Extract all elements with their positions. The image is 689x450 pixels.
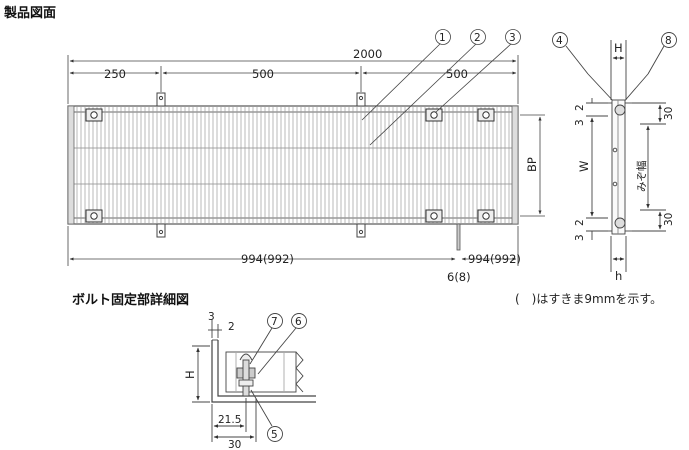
dim-side-2-bot: 2 — [574, 219, 586, 226]
detail-dim-3: 3 — [208, 311, 215, 323]
dim-side-h-bottom: h — [615, 269, 622, 283]
dim-side-3-bot: 3 — [574, 234, 586, 241]
dim-side-30-bot: 30 — [663, 213, 675, 226]
dim-side-h-top: H — [614, 41, 623, 55]
dim-side-3-top: 3 — [574, 119, 586, 126]
top-dimensions — [67, 55, 519, 104]
detail-dim-30: 30 — [228, 439, 241, 450]
callout-3: 3 — [509, 32, 516, 44]
dim-total-length: 2000 — [353, 47, 382, 61]
dim-side-2-top: 2 — [574, 104, 586, 111]
callout-6: 6 — [295, 316, 302, 328]
callout-7: 7 — [271, 316, 278, 328]
groove-width-label: みぞ幅 — [635, 161, 648, 193]
detail-dim-2: 2 — [228, 321, 235, 333]
dim-seg-left: 250 — [104, 67, 126, 81]
callout-5: 5 — [271, 429, 278, 441]
callouts-top — [361, 29, 521, 146]
dim-bottom-left: 994(992) — [241, 252, 294, 266]
dim-bp: BP — [525, 157, 539, 172]
bolt-fixings — [85, 108, 495, 223]
detail-dim-21-5: 21.5 — [218, 414, 241, 426]
callout-8: 8 — [665, 35, 672, 47]
dim-side-w: W — [577, 161, 591, 172]
grating-top-view — [67, 92, 519, 251]
dim-seg-right: 500 — [446, 67, 468, 81]
callout-4: 4 — [556, 35, 563, 47]
bottom-dimensions — [67, 226, 519, 266]
detail-dim-h: H — [183, 370, 197, 379]
gap-note: ( )はすきま9mmを示す。 — [515, 292, 663, 306]
callout-2: 2 — [474, 32, 481, 44]
bolt-detail-view — [192, 313, 316, 442]
heading-product-drawing: 製品図面 — [4, 6, 57, 21]
callout-1: 1 — [439, 32, 446, 44]
side-view — [552, 32, 677, 272]
cross-bars — [76, 107, 510, 223]
dim-bottom-right: 994(992) — [468, 252, 521, 266]
dim-seg-mid: 500 — [252, 67, 274, 81]
dim-gap: 6(8) — [447, 270, 471, 284]
anchor-tabs — [156, 92, 366, 238]
heading-bolt-detail: ボルト固定部詳細図 — [72, 293, 190, 308]
dim-side-30-top: 30 — [663, 107, 675, 120]
bp-dimension — [520, 114, 545, 217]
